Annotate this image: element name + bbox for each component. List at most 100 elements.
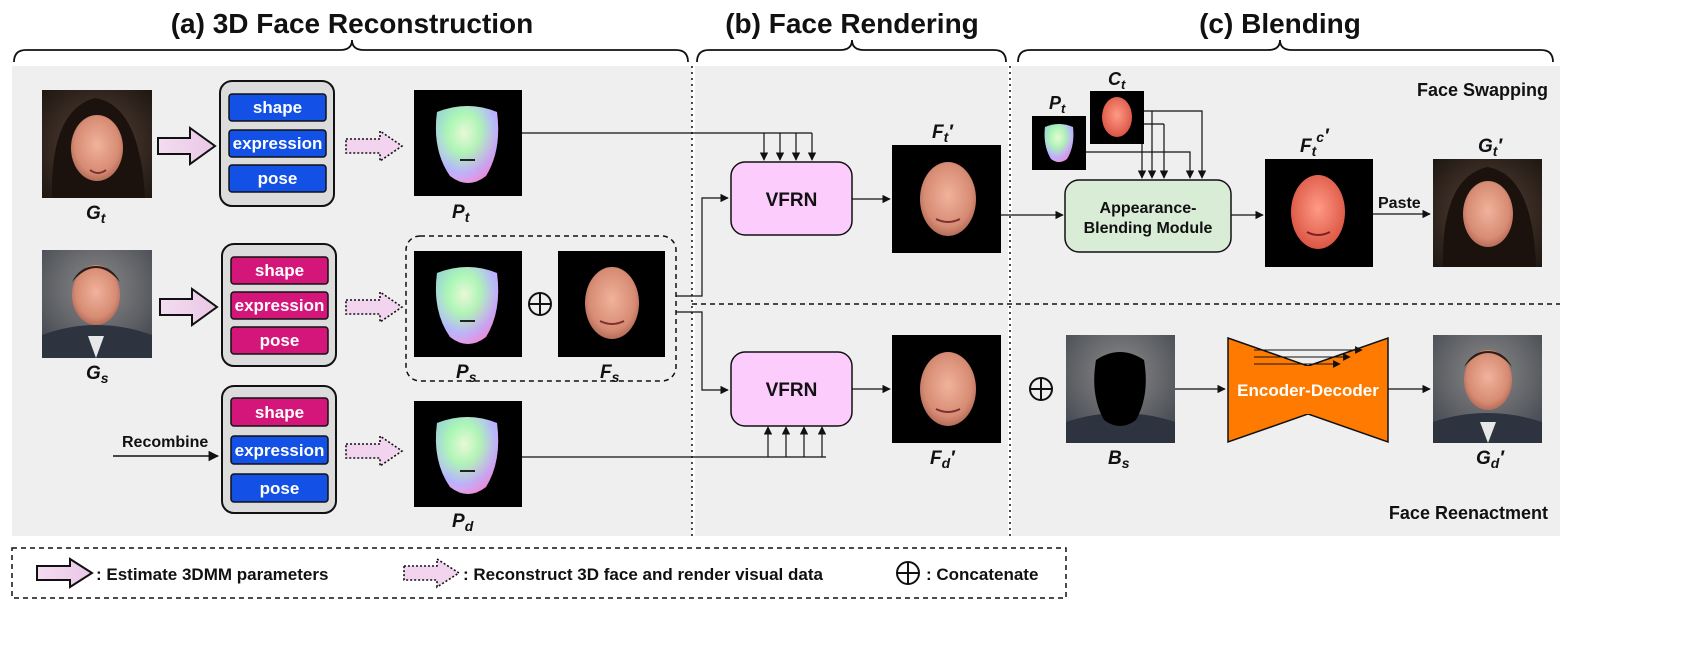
svg-text:expression: expression xyxy=(233,134,323,153)
render-ft-prime xyxy=(892,145,1001,253)
heading-rendering: (b) Face Rendering xyxy=(725,8,979,39)
svg-text:shape: shape xyxy=(255,261,304,280)
label-ft-prime: Ft′ xyxy=(932,122,954,145)
concat-group-source xyxy=(405,235,677,382)
render-ftc-prime xyxy=(1265,159,1373,267)
svg-text:shape: shape xyxy=(255,403,304,422)
render-fs xyxy=(558,251,665,357)
encoder-decoder-module: Encoder-Decoder xyxy=(1227,336,1389,444)
svg-text:Encoder-Decoder: Encoder-Decoder xyxy=(1237,381,1379,400)
param-shape-source: shape xyxy=(230,256,329,285)
legend-reconstruct-text: : Reconstruct 3D face and render visual … xyxy=(463,565,823,584)
svg-text:VFRN: VFRN xyxy=(766,190,818,211)
heading-blending: (c) Blending xyxy=(1199,8,1361,39)
svg-text:Ftc′: Ftc′ xyxy=(1300,126,1330,159)
param-group-source: shape expression pose xyxy=(221,243,337,367)
label-fs: Fs xyxy=(600,362,620,385)
label-bs: Bs xyxy=(1108,448,1130,471)
svg-text:Fs: Fs xyxy=(600,362,620,385)
legend-reconstruct-arrow xyxy=(403,557,461,589)
estimate-arrow-mid xyxy=(159,287,219,327)
label-fd-prime: Fd′ xyxy=(930,448,956,471)
param-pose-source: pose xyxy=(230,326,329,355)
svg-text:Ps: Ps xyxy=(456,362,477,385)
vfrn-module-bottom: VFRN xyxy=(730,351,853,427)
photo-gd-prime xyxy=(1433,335,1542,443)
concat-symbol-a xyxy=(528,292,552,316)
svg-text:Gd′: Gd′ xyxy=(1476,448,1505,471)
svg-text:Bs: Bs xyxy=(1108,448,1130,471)
panel-rendering xyxy=(695,66,1008,536)
connector-ct-abm xyxy=(1144,110,1207,179)
brace-rendering xyxy=(696,39,1007,63)
label-pt-small: Pt xyxy=(1049,93,1066,116)
legend-estimate-arrow xyxy=(36,557,94,589)
param-group-recombined: shape expression pose xyxy=(221,385,337,514)
svg-text:Pd: Pd xyxy=(452,511,474,534)
brace-reconstruction xyxy=(13,39,689,63)
label-face-swapping: Face Swapping xyxy=(1417,80,1548,100)
legend-concat-text: : Concatenate xyxy=(926,565,1038,584)
connector-concat-bottom xyxy=(676,311,729,395)
svg-text:pose: pose xyxy=(258,169,298,188)
render-ps xyxy=(414,251,522,357)
render-pt xyxy=(414,90,522,196)
legend-estimate-text: : Estimate 3DMM parameters xyxy=(96,565,328,584)
render-ct-small xyxy=(1090,91,1144,144)
legend-box xyxy=(11,547,1067,599)
appearance-blending-module: Appearance- Blending Module xyxy=(1064,179,1232,253)
svg-text:Ft′: Ft′ xyxy=(932,122,954,145)
svg-text:Gt: Gt xyxy=(86,203,107,226)
svg-text:Pt: Pt xyxy=(1049,93,1066,116)
reconstruct-arrow-top xyxy=(345,129,404,163)
photo-gs xyxy=(42,250,152,358)
connector-pt-abm xyxy=(1086,151,1195,179)
label-ct-small: Ct xyxy=(1108,69,1126,92)
svg-text:shape: shape xyxy=(253,98,302,117)
param-expression-target: expression xyxy=(228,129,327,158)
param-group-target: shape expression pose xyxy=(219,80,335,207)
photo-gt xyxy=(42,90,152,198)
label-paste: Paste xyxy=(1378,195,1421,212)
label-face-reenactment: Face Reenactment xyxy=(1389,503,1548,523)
heading-reconstruction: (a) 3D Face Reconstruction xyxy=(171,8,534,39)
param-pose-recombined: pose xyxy=(230,473,329,503)
brace-blending xyxy=(1017,39,1554,63)
estimate-arrow-top xyxy=(157,126,217,166)
reconstruct-arrow-mid xyxy=(345,290,404,324)
svg-text:Fd′: Fd′ xyxy=(930,448,956,471)
render-pd xyxy=(414,401,522,507)
param-expression-source: expression xyxy=(230,291,329,320)
reconstruct-arrow-bottom xyxy=(345,434,404,468)
render-pt-small xyxy=(1032,116,1086,170)
label-pd: Pd xyxy=(452,511,474,534)
label-gs: Gs xyxy=(86,363,109,386)
svg-text:VFRN: VFRN xyxy=(766,380,818,401)
label-pt: Pt xyxy=(452,202,471,225)
svg-text:expression: expression xyxy=(235,441,325,460)
svg-text:Gs: Gs xyxy=(86,363,109,386)
svg-text:Ct: Ct xyxy=(1108,69,1126,92)
svg-text:Gt′: Gt′ xyxy=(1478,136,1503,159)
label-recombine: Recombine xyxy=(122,434,208,451)
render-fd-prime xyxy=(892,335,1001,443)
label-gt-prime: Gt′ xyxy=(1478,136,1503,159)
svg-text:expression: expression xyxy=(235,296,325,315)
photo-gt-prime xyxy=(1433,159,1542,267)
svg-text:Blending Module: Blending Module xyxy=(1084,220,1213,237)
param-pose-target: pose xyxy=(228,164,327,193)
param-shape-recombined: shape xyxy=(230,397,329,427)
legend-concat-symbol xyxy=(896,561,920,585)
svg-text:Pt: Pt xyxy=(452,202,471,225)
param-expression-recombined: expression xyxy=(230,435,329,465)
svg-text:Appearance-: Appearance- xyxy=(1100,200,1197,217)
svg-text:pose: pose xyxy=(260,479,300,498)
param-shape-target: shape xyxy=(228,93,327,122)
photo-bs xyxy=(1066,335,1175,443)
vfrn-module-top: VFRN xyxy=(730,161,853,236)
concat-symbol-c xyxy=(1029,377,1053,401)
svg-text:pose: pose xyxy=(260,331,300,350)
connector-concat-top xyxy=(676,193,729,297)
panel-blending xyxy=(1012,66,1560,536)
label-ps: Ps xyxy=(456,362,477,385)
